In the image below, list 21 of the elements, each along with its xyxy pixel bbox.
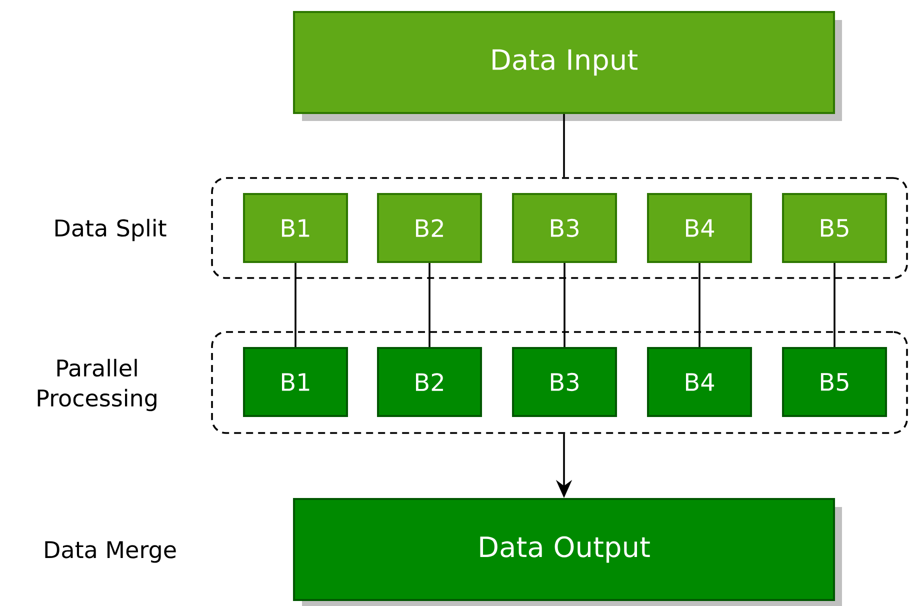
side-label: Data Merge [45, 541, 176, 563]
block-box: B4 [647, 347, 752, 417]
block-box: B1 [243, 193, 348, 263]
connector-line [698, 263, 700, 347]
connector-line [563, 114, 565, 178]
connector-line [428, 263, 430, 347]
block-box: B1 [243, 347, 348, 417]
block-box: B3 [512, 347, 617, 417]
connector-line [294, 263, 296, 347]
block-box: B3 [512, 193, 617, 263]
block-box: B2 [377, 347, 482, 417]
process-box: Data Input [293, 11, 842, 121]
block-box: B4 [647, 193, 752, 263]
node-label: Data Split [55, 218, 166, 242]
connector-line [834, 263, 836, 347]
process-box: Data Output [293, 498, 842, 606]
node-label: Parallel Processing [38, 358, 156, 412]
connector-line [564, 263, 566, 347]
block-box: B5 [782, 193, 887, 263]
block-box: B2 [377, 193, 482, 263]
block-box: B5 [782, 347, 887, 417]
